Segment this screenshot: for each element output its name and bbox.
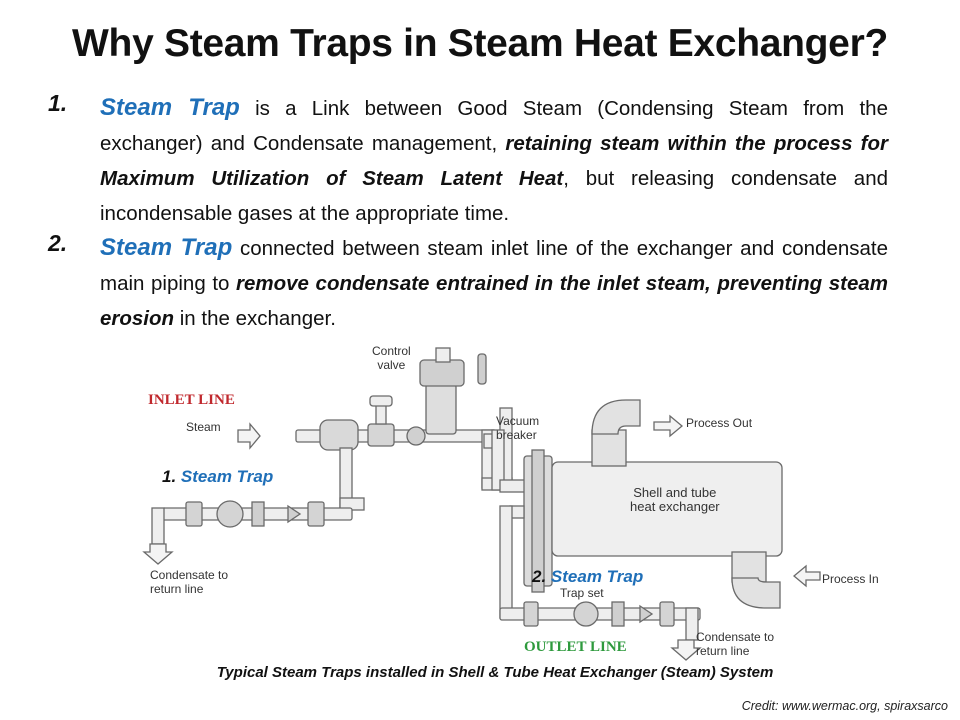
point-number: 1. xyxy=(48,90,68,116)
point-text: in the exchanger. xyxy=(174,307,336,330)
point-number: 2. xyxy=(48,230,68,256)
slide-title: Why Steam Traps in Steam Heat Exchanger? xyxy=(72,22,888,65)
trap-2-callout: 2. Steam Trap xyxy=(532,567,643,587)
process-in-arrow-icon xyxy=(792,564,821,588)
heat-exchanger-label: Shell and tube heat exchanger xyxy=(630,485,720,514)
steam-label: Steam xyxy=(186,420,221,434)
trap-set-label: Trap set xyxy=(560,586,604,600)
trap-2-label: Steam Trap xyxy=(550,567,644,586)
trap-2-number: 2. xyxy=(532,567,547,586)
point-lead: Steam Trap xyxy=(100,94,240,121)
trap-1-label: Steam Trap xyxy=(180,467,274,486)
condensate-right-label: Condensate to return line xyxy=(696,630,775,658)
point-text: is a Link between Good Steam (Condensing… xyxy=(100,97,888,155)
condensate-arrow-icon xyxy=(670,639,702,661)
outlet-line-label: OUTLET LINE xyxy=(524,639,627,655)
steam-trap-2-icon xyxy=(573,601,599,627)
diagram-caption: Typical Steam Traps installed in Shell &… xyxy=(216,664,774,681)
point-text: connected between steam inlet line of th… xyxy=(100,237,888,295)
point-2: 2. Steam Trap connected between steam in… xyxy=(48,230,888,336)
point-body: Steam Trap is a Link between Good Steam … xyxy=(100,90,888,231)
credit-text: Credit: www.wermac.org, spiraxsarco xyxy=(741,699,948,713)
point-1: 1. Steam Trap is a Link between Good Ste… xyxy=(48,90,888,231)
trap-1-callout: 1. Steam Trap xyxy=(162,467,273,487)
point-emphasis: remove condensate entrained in the inlet… xyxy=(100,272,888,330)
inlet-line-label: INLET LINE xyxy=(148,392,235,408)
trap-1-number: 1. xyxy=(162,467,177,486)
point-text: , but releasing condensate and incondens… xyxy=(100,167,888,225)
process-out-arrow-icon xyxy=(653,414,684,438)
steam-arrow-icon xyxy=(237,422,261,450)
condensate-arrow-icon xyxy=(142,543,174,565)
piping-schematic xyxy=(142,347,821,661)
process-in-label: Process In xyxy=(822,572,879,586)
control-valve-label: Control valve xyxy=(372,344,411,372)
point-body: Steam Trap connected between steam inlet… xyxy=(100,230,888,336)
heat-exchanger-diagram: Steam Control valve Vacuum breaker Proce… xyxy=(140,338,900,664)
point-lead: Steam Trap xyxy=(100,234,233,261)
point-emphasis: retaining steam within the process for M… xyxy=(100,132,888,190)
vacuum-breaker-label: Vacuum breaker xyxy=(496,414,540,442)
condensate-left-label: Condensate to return line xyxy=(150,568,229,596)
process-out-label: Process Out xyxy=(686,416,753,430)
steam-trap-1-icon xyxy=(216,500,244,528)
